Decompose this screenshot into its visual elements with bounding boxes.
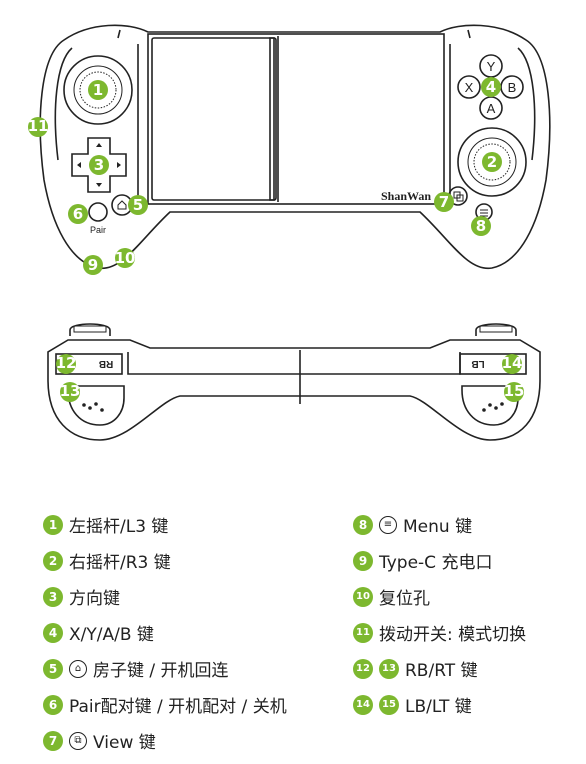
legend-text: Type-C 充电口 [379,553,493,573]
callout-11: 11 [28,117,49,137]
legend-text: Pair配对键 / 开机配对 / 关机 [69,697,287,717]
face-button-y: Y [487,59,496,74]
pair-label: Pair [90,225,106,235]
svg-text:11: 11 [28,117,49,135]
shoulder-label-rb: RB [99,358,113,369]
callout-5: 5 [128,195,148,215]
legend-badge: 8 [353,514,373,535]
legend-text: 复位孔 [379,589,430,609]
legend-item-1: 1 左摇杆/L3 键 [43,512,168,537]
legend-badge: 2 [43,550,63,571]
legend-text: RB/RT 键 [405,661,478,681]
legend-badge: 4 [43,622,63,643]
legend-badge: 7 [43,730,63,751]
face-button-b: B [508,80,517,95]
home-icon: ⌂ [69,659,87,678]
legend-badge: 1 [43,514,63,535]
legend-badge: 10 [353,586,373,607]
svg-text:1: 1 [93,81,103,99]
callout-10: 10 [115,248,136,268]
svg-text:12: 12 [56,354,77,372]
callout-7: 7 [434,192,454,212]
front-text: Y X B A ShanWan Pair [90,59,516,235]
legend-item-8: 8 ≡ Menu 键 [353,512,472,537]
legend-text: 左摇杆/L3 键 [69,517,169,537]
legend-badge: 14 [353,694,373,715]
svg-text:13: 13 [60,382,81,400]
controller-top-view [47,323,541,441]
svg-text:9: 9 [88,256,98,274]
callout-4: 4 [481,77,501,97]
legend-item-12-13: 12 13 RB/RT 键 [353,656,478,681]
legend-text: Menu 键 [403,517,473,537]
legend-item-3: 3 方向键 [43,584,120,609]
legend-badge: 5 [43,658,63,679]
callout-2: 2 [482,152,502,172]
legend-text: 右摇杆/R3 键 [69,553,171,573]
legend-badge: 11 [353,622,373,643]
shoulder-label-lb: LB [471,358,484,369]
svg-text:10: 10 [115,249,136,267]
callout-15: 15 [504,382,525,402]
callout-13: 13 [60,382,81,402]
legend-text: 拨动开关: 模式切换 [379,625,527,645]
svg-text:6: 6 [73,205,83,223]
legend-item-10: 10 复位孔 [353,584,430,609]
brand-label: ShanWan [381,189,431,203]
controller-front-view [39,24,551,270]
callout-1: 1 [88,80,108,100]
svg-text:14: 14 [502,354,523,372]
legend-text: LB/LT 键 [405,697,472,717]
callout-14: 14 [502,354,523,374]
legend-item-14-15: 14 15 LB/LT 键 [353,692,472,717]
controller-diagram: Y X B A ShanWan Pair RB LB 1 2 3 [28,24,551,441]
legend-item-6: 6 Pair配对键 / 开机配对 / 关机 [43,692,287,717]
svg-text:8: 8 [476,217,486,235]
legend-item-11: 11 拨动开关: 模式切换 [353,620,526,645]
legend-text: View 键 [93,733,156,753]
svg-text:4: 4 [486,78,496,96]
menu-icon: ≡ [379,515,397,534]
svg-text:3: 3 [94,156,104,174]
top-text: RB LB [99,358,485,369]
legend-item-4: 4 X/Y/A/B 键 [43,620,154,645]
legend-badge: 9 [353,550,373,571]
svg-text:5: 5 [133,196,143,214]
svg-text:7: 7 [439,193,449,211]
view-icon: ⧉ [69,731,87,750]
callout-8: 8 [471,216,491,236]
face-button-a: A [487,101,496,116]
legend-badge: 13 [379,658,399,679]
callout-6: 6 [68,204,88,224]
legend-text: 房子键 / 开机回连 [93,661,229,681]
legend-item-2: 2 右摇杆/R3 键 [43,548,171,573]
legend-item-7: 7 ⧉ View 键 [43,728,156,753]
callout-3: 3 [89,155,109,175]
svg-text:2: 2 [487,153,497,171]
legend-badge: 15 [379,694,399,715]
legend-item-9: 9 Type-C 充电口 [353,548,492,573]
legend-badge: 12 [353,658,373,679]
callout-badges: 1 2 3 4 5 6 7 8 9 10 11 12 13 14 15 [28,77,525,402]
callout-12: 12 [56,354,77,374]
legend-item-5: 5 ⌂ 房子键 / 开机回连 [43,656,229,681]
svg-text:15: 15 [504,382,525,400]
callout-9: 9 [83,255,103,275]
legend-badge: 6 [43,694,63,715]
legend-text: X/Y/A/B 键 [69,625,154,645]
legend-text: 方向键 [69,589,120,609]
legend-badge: 3 [43,586,63,607]
face-button-x: X [465,80,474,95]
